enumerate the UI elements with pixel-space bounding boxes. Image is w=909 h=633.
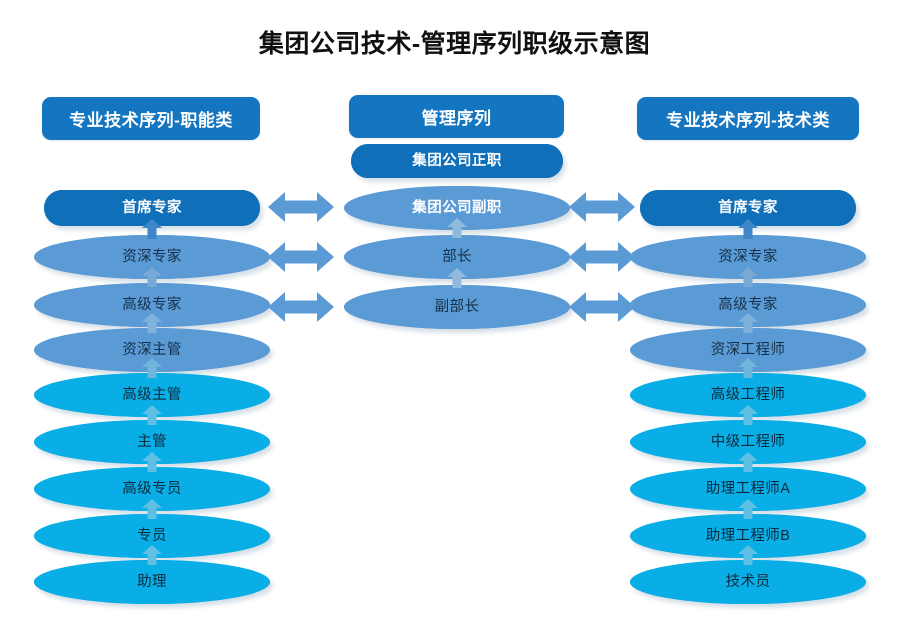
node-right-2-label: 资深专家 [718, 248, 778, 265]
up-arrow-icon [446, 268, 468, 288]
node-left-1-label: 首席专家 [122, 199, 182, 216]
node-left-9-label: 助理 [137, 573, 167, 590]
column-header-functional-label: 专业技术序列-职能类 [69, 111, 233, 130]
node-center-4-bg [344, 285, 570, 329]
node-left-2-label: 资深专家 [122, 248, 182, 265]
up-arrow-icon [141, 405, 163, 425]
up-arrow-icon [141, 545, 163, 565]
column-header-technical: 专业技术序列-技术类 [637, 97, 859, 140]
double-headed-arrow-icon [569, 190, 635, 224]
node-left-3-label: 高级专家 [122, 296, 182, 313]
up-arrow-icon [141, 452, 163, 472]
node-right-7-label: 助理工程师A [705, 480, 791, 497]
node-center-2-label: 集团公司副职 [412, 199, 502, 216]
up-arrow-icon [737, 267, 759, 287]
node-right-5-label: 高级工程师 [710, 386, 786, 403]
column-header-management: 管理序列 [349, 95, 564, 138]
column-header-functional: 专业技术序列-职能类 [42, 97, 260, 140]
double-headed-arrow-icon [569, 290, 635, 324]
node-left-9[interactable]: 助理 [34, 560, 270, 604]
up-arrow-icon [141, 313, 163, 333]
node-right-9-bg [630, 560, 866, 604]
node-left-9-bg [34, 560, 270, 604]
node-right-3-label: 高级专家 [718, 296, 778, 313]
node-center-1-bg [351, 144, 563, 178]
node-left-5-label: 高级主管 [122, 386, 182, 403]
up-arrow-icon [446, 218, 468, 238]
up-arrow-icon [737, 499, 759, 519]
node-left-8-label: 专员 [137, 527, 167, 544]
double-headed-arrow-icon [569, 240, 635, 274]
up-arrow-icon [141, 219, 163, 239]
page-title: 集团公司技术-管理序列职级示意图 [258, 30, 651, 58]
up-arrow-icon [141, 358, 163, 378]
double-headed-arrow-icon [268, 290, 334, 324]
node-right-9[interactable]: 技术员 [630, 560, 866, 604]
up-arrow-icon [737, 313, 759, 333]
column-header-management-label: 管理序列 [421, 109, 492, 128]
node-center-1[interactable]: 集团公司正职 [351, 144, 563, 178]
node-left-6-label: 主管 [137, 433, 167, 450]
node-center-4[interactable]: 副部长 [344, 285, 570, 329]
column-header-technical-label: 专业技术序列-技术类 [666, 111, 830, 130]
node-right-7[interactable]: 助理工程师A [630, 467, 866, 511]
double-headed-arrow-icon [268, 190, 334, 224]
double-headed-arrow-icon [268, 240, 334, 274]
node-right-6-label: 中级工程师 [710, 433, 786, 450]
node-center-3-label: 部长 [442, 248, 472, 265]
node-left-1[interactable]: 首席专家 [44, 190, 260, 226]
up-arrow-icon [737, 219, 759, 239]
node-left-7-label: 高级专员 [122, 480, 182, 497]
node-center-4-label: 副部长 [434, 298, 480, 315]
node-right-8-label: 助理工程师B [705, 527, 791, 544]
up-arrow-icon [737, 405, 759, 425]
node-left-4-label: 资深主管 [122, 341, 182, 358]
node-center-1-label: 集团公司正职 [412, 152, 502, 169]
node-right-9-label: 技术员 [725, 573, 771, 590]
up-arrow-icon [141, 499, 163, 519]
node-right-1-label: 首席专家 [718, 199, 778, 216]
up-arrow-icon [737, 358, 759, 378]
up-arrow-icon [737, 452, 759, 472]
up-arrow-icon [141, 267, 163, 287]
up-arrow-icon [737, 545, 759, 565]
node-right-4-label: 资深工程师 [710, 341, 786, 358]
